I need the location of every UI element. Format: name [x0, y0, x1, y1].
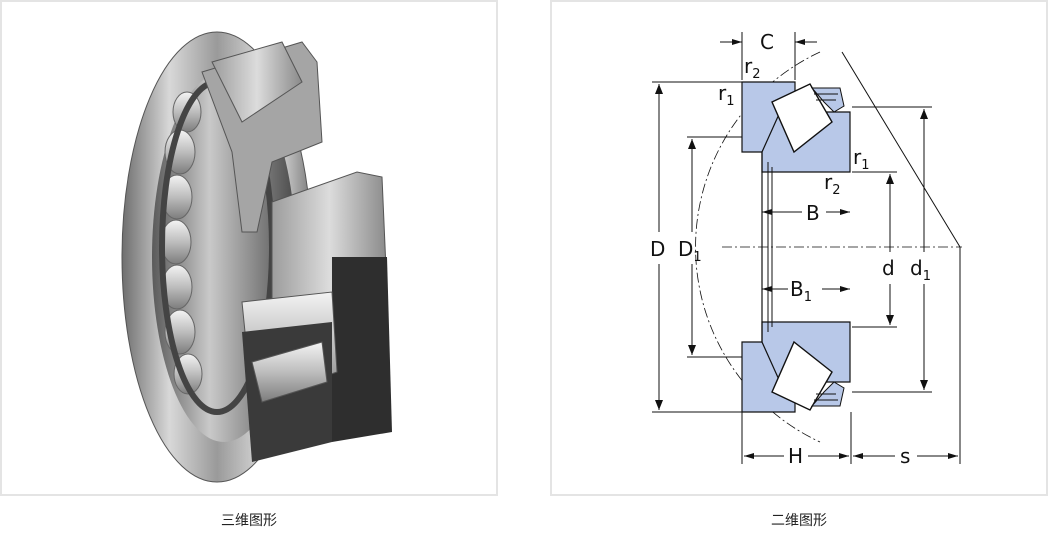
caption-2d: 二维图形 [771, 513, 827, 529]
bearing-2d-drawing-panel: C r2 r1 r1 r2 B D D1 d d1 B1 H s [550, 0, 1048, 496]
label-s: s [900, 444, 910, 468]
label-D: D [650, 237, 665, 261]
label-r1-top: r1 [718, 81, 735, 109]
label-B1: B1 [790, 277, 812, 305]
caption-3d: 三维图形 [221, 513, 277, 529]
label-r2-top: r2 [744, 54, 761, 82]
label-C: C [760, 30, 774, 54]
bearing-3d-render-panel [0, 0, 498, 496]
bearing-section-top [741, 81, 851, 173]
label-B: B [806, 201, 820, 225]
label-d1: d1 [910, 256, 931, 284]
bearing-section-bottom [741, 321, 851, 413]
label-r1-right: r1 [853, 145, 870, 173]
label-r2-right: r2 [824, 170, 841, 198]
label-d: d [882, 256, 895, 280]
bearing-3d-image [121, 31, 392, 483]
label-D1: D1 [678, 237, 702, 265]
bearing-2d-drawing: C r2 r1 r1 r2 B D D1 d d1 B1 H s [650, 30, 962, 468]
label-H: H [788, 444, 803, 468]
